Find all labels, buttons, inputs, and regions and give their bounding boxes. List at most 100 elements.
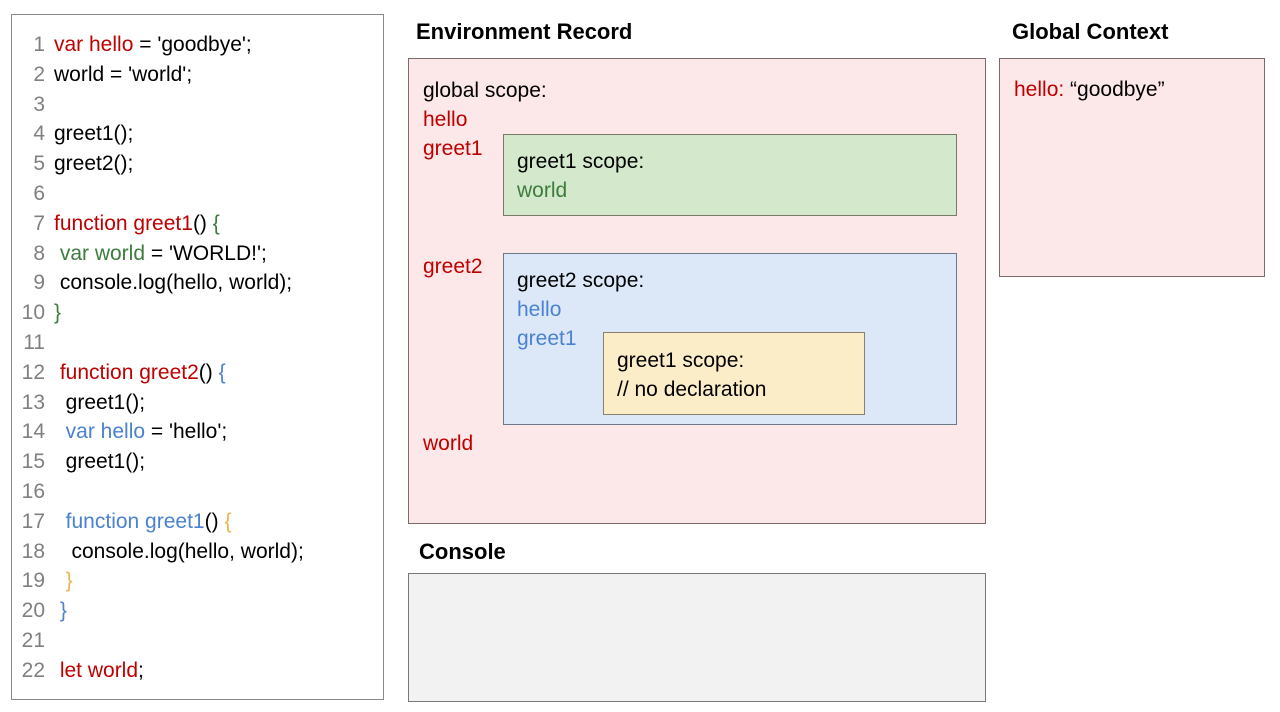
code-line-text: greet2();	[54, 149, 133, 179]
code-token: {	[218, 360, 226, 384]
line-number: 11	[23, 330, 45, 354]
line-number: 12	[21, 360, 45, 384]
line-number: 5	[33, 152, 45, 176]
code-line[interactable]: 7 function greet1() {	[12, 209, 383, 239]
code-line-text: console.log(hello, world);	[54, 268, 292, 298]
code-token: function greet1	[54, 211, 193, 235]
greet2-binding-hello: hello	[517, 298, 562, 321]
code-line[interactable]: 2 world = 'world';	[12, 60, 383, 90]
code-line[interactable]: 20 }	[12, 596, 383, 626]
line-number: 6	[33, 181, 45, 205]
code-line-text: function greet1() {	[54, 209, 220, 239]
greet1-nested-scope-box: greet1 scope: // no declaration	[603, 332, 865, 415]
greet1-nested-scope-note: // no declaration	[617, 378, 767, 401]
line-number: 18	[21, 539, 45, 563]
code-token: function greet1	[54, 509, 205, 533]
code-token: {	[212, 211, 220, 235]
code-token: greet1();	[54, 450, 146, 474]
code-token: = 'hello';	[145, 420, 228, 444]
line-number: 14	[21, 420, 45, 444]
code-line[interactable]: 12 function greet2() {	[12, 358, 383, 388]
code-token: var hello	[54, 33, 134, 56]
line-number: 3	[33, 92, 45, 116]
code-line-text: greet1();	[54, 447, 145, 477]
code-line-text: }	[54, 566, 73, 596]
code-token: {	[224, 509, 232, 533]
line-number: 2	[33, 62, 45, 86]
code-line[interactable]: 9 console.log(hello, world);	[12, 268, 383, 298]
code-token: var hello	[54, 420, 146, 444]
code-line[interactable]: 11	[12, 328, 383, 358]
greet1-scope-box: greet1 scope: world	[503, 134, 957, 216]
code-line-text: function greet2() {	[54, 358, 226, 388]
line-number: 4	[33, 122, 45, 146]
code-line-text: let world;	[54, 656, 144, 686]
environment-record-title: Environment Record	[416, 19, 633, 44]
global-context-entry-key: hello:	[1014, 78, 1065, 101]
line-number: 17	[21, 509, 45, 533]
code-token: greet1();	[54, 122, 134, 146]
line-number: 21	[21, 628, 45, 652]
global-context-entry: hello: “goodbye”	[1014, 75, 1165, 104]
code-line[interactable]: 15 greet1();	[12, 447, 383, 477]
line-number: 8	[33, 241, 45, 265]
code-token: console.log(hello, world);	[54, 539, 304, 563]
code-line-text: world = 'world';	[54, 60, 192, 90]
code-token: = 'WORLD!';	[145, 241, 267, 265]
code-token: }	[54, 599, 67, 623]
console-title: Console	[419, 539, 506, 564]
code-line-text: greet1();	[54, 388, 145, 418]
code-line[interactable]: 10}	[12, 298, 383, 328]
global-context-title: Global Context	[1012, 19, 1169, 44]
global-binding-world: world	[423, 432, 474, 455]
code-token: let world	[54, 658, 139, 682]
code-line-text: }	[54, 298, 61, 328]
code-line[interactable]: 22 let world;	[12, 656, 383, 686]
line-number: 7	[33, 211, 45, 235]
greet1-scope-label: greet1 scope:	[517, 150, 645, 173]
code-token: ;	[138, 658, 144, 682]
code-token: ()	[198, 360, 219, 384]
code-token: console.log(hello, world);	[54, 271, 293, 295]
code-line[interactable]: 13 greet1();	[12, 388, 383, 418]
line-number: 22	[21, 658, 45, 682]
code-token: var world	[54, 241, 146, 265]
code-line-list: 1 var hello = 'goodbye'; 2 world = 'world';…	[12, 30, 383, 686]
code-line-text: console.log(hello, world);	[54, 537, 304, 567]
code-line-text: var world = 'WORLD!';	[54, 239, 267, 269]
global-binding-hello: hello	[423, 108, 468, 131]
greet2-scope-box: greet2 scope: hello greet1 greet1 scope:…	[503, 253, 957, 425]
code-line[interactable]: 4 greet1();	[12, 119, 383, 149]
global-scope-label: global scope:	[423, 79, 547, 102]
code-token: = 'goodbye';	[133, 33, 252, 56]
greet1-binding-world: world	[517, 179, 568, 202]
global-context-box: hello: “goodbye”	[999, 58, 1265, 277]
code-line[interactable]: 14 var hello = 'hello';	[12, 417, 383, 447]
code-token: ()	[192, 211, 213, 235]
line-number: 19	[21, 569, 45, 593]
code-token: }	[54, 301, 62, 325]
code-token: greet2();	[54, 152, 134, 176]
code-line[interactable]: 8 var world = 'WORLD!';	[12, 239, 383, 269]
code-line[interactable]: 5 greet2();	[12, 149, 383, 179]
code-line[interactable]: 16	[12, 477, 383, 507]
greet1-nested-scope-label: greet1 scope:	[617, 349, 745, 372]
line-number: 9	[33, 271, 45, 295]
code-line[interactable]: 17 function greet1() {	[12, 507, 383, 537]
code-editor-panel[interactable]: 1 var hello = 'goodbye'; 2 world = 'world';…	[11, 14, 384, 700]
code-line[interactable]: 18 console.log(hello, world);	[12, 537, 383, 567]
greet2-binding-greet1: greet1	[517, 327, 577, 350]
console-output-box[interactable]	[408, 573, 986, 702]
code-line[interactable]: 19 }	[12, 566, 383, 596]
line-number: 20	[21, 599, 45, 623]
line-number: 10	[21, 301, 45, 325]
line-number: 1	[33, 33, 45, 56]
code-token: greet1();	[54, 390, 146, 414]
code-line[interactable]: 21	[12, 626, 383, 656]
code-token: }	[54, 569, 73, 593]
code-line[interactable]: 6	[12, 179, 383, 209]
code-line[interactable]: 3	[12, 90, 383, 120]
code-line[interactable]: 1 var hello = 'goodbye';	[12, 30, 383, 60]
global-context-entry-value: “goodbye”	[1070, 78, 1165, 101]
line-number: 15	[21, 450, 45, 474]
